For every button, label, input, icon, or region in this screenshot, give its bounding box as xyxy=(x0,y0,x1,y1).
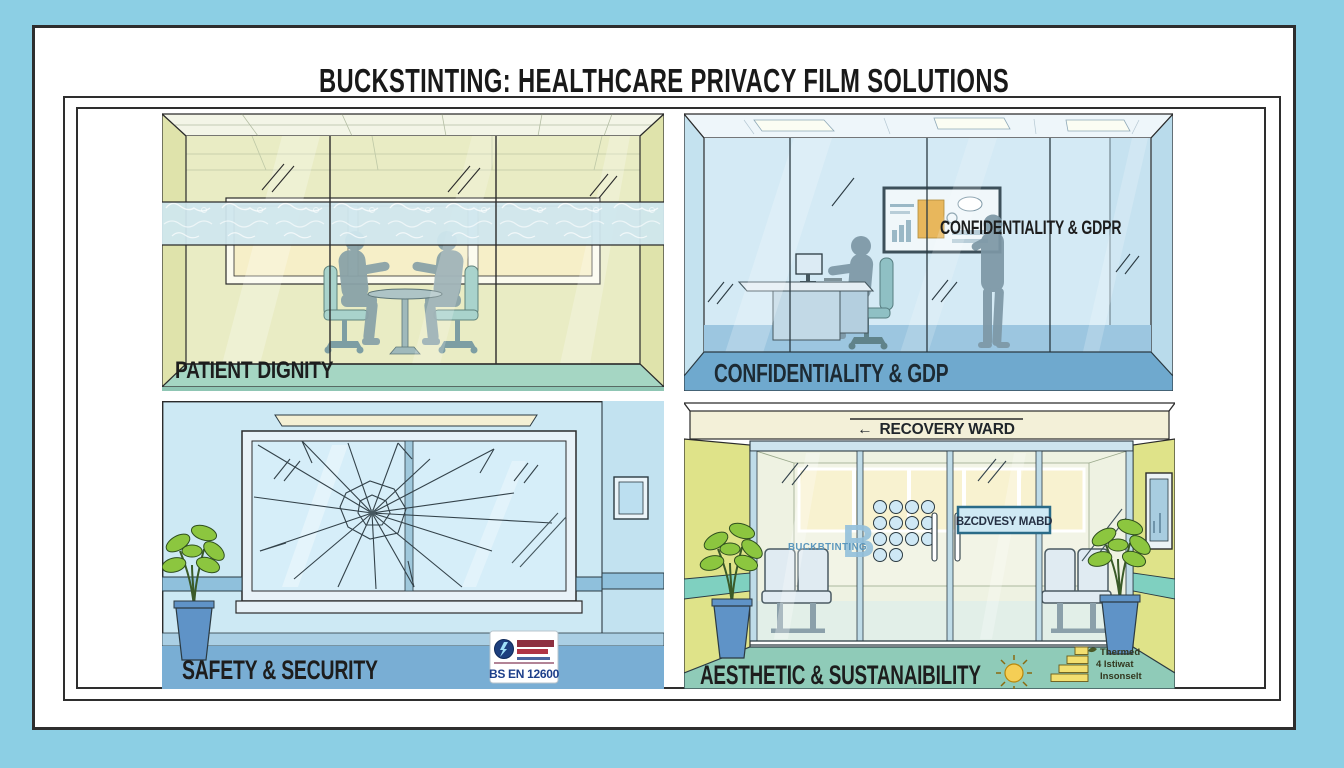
door-top-frame xyxy=(749,440,1134,452)
skirting xyxy=(162,632,664,647)
cracked-window xyxy=(235,430,583,614)
svg-text:Insonselt: Insonselt xyxy=(1100,671,1143,682)
brand-logo: B BUCKBTINTING xyxy=(788,515,875,567)
recovery-ward-sign: ←RECOVERY WARD xyxy=(857,421,1015,438)
wall-picture-frame xyxy=(613,476,649,520)
illustration-inner-frame: PATIENT DIGNITY xyxy=(76,107,1266,689)
standing-silhouette xyxy=(971,214,1010,348)
panel-label-safety-security: SAFETY & SECURITY xyxy=(182,655,378,685)
infographic-card: BUCKSTINTING: HEALTHCARE PRIVACY FILM SO… xyxy=(32,25,1296,730)
crack-pattern xyxy=(253,440,553,590)
window-mullion xyxy=(404,440,414,592)
panel-label-patient-dignity: PATIENT DIGNITY xyxy=(175,356,334,384)
door-sign: BZCDVESY MABD xyxy=(956,505,1052,535)
desk xyxy=(737,281,875,292)
wall-rail-left xyxy=(162,576,243,592)
panel-patient-dignity: PATIENT DIGNITY xyxy=(162,113,664,391)
panel-label-aesthetic: AESTHETIC & SUSTANAIBILITY xyxy=(700,660,981,689)
energy-rating-pyramid-icon xyxy=(1050,646,1089,682)
wall-rail xyxy=(575,576,603,592)
sun-icon xyxy=(996,655,1032,689)
left-arrow-icon: ← xyxy=(857,421,872,438)
svg-text:BZCDVESY MABD: BZCDVESY MABD xyxy=(956,516,1052,528)
floor-label-band: CONFIDENTIALITY & GDP xyxy=(684,351,1173,391)
panel-confidentiality: CONFIDENTIALITY & GDPR CONFIDENTIALITY &… xyxy=(684,113,1173,391)
floor xyxy=(162,646,664,689)
glass-wall xyxy=(162,136,664,365)
certification-badge: BS EN 12600 xyxy=(489,630,560,684)
glass-privacy-text: CONFIDENTIALITY & GDPR xyxy=(940,217,1121,239)
svg-text:4 Istiwat: 4 Istiwat xyxy=(1096,659,1134,670)
glass-reflection-marks xyxy=(707,177,1140,305)
logo-monogram: B xyxy=(842,515,875,567)
glass-reflection-marks xyxy=(261,163,618,199)
glass-reflection-marks xyxy=(511,512,567,568)
meeting-table xyxy=(367,288,443,355)
page-title: BUCKSTINTING: HEALTHCARE PRIVACY FILM SO… xyxy=(318,62,1010,99)
frosted-privacy-band xyxy=(162,201,664,246)
potted-plant xyxy=(162,524,225,661)
wall-rail-right xyxy=(601,572,664,590)
door-handle xyxy=(931,512,938,562)
entrance-header: ←RECOVERY WARD xyxy=(684,402,1175,440)
monitor xyxy=(795,253,823,275)
panel-aesthetic-sustainability: ←RECOVERY WARD xyxy=(684,402,1175,689)
desk-and-seated-silhouette xyxy=(737,236,894,350)
illustration-outer-frame: PATIENT DIGNITY xyxy=(63,96,1281,701)
window-sill xyxy=(235,600,583,614)
glass-reflection-marks xyxy=(781,458,1007,486)
wall-picture-frame xyxy=(1145,472,1173,550)
panel-safety-security: BS EN 12600 SAFETY & SECURITY xyxy=(162,401,664,689)
impact-bolt-icon xyxy=(500,642,508,657)
eco-note: Thermed 4 Istiwat Insonselt xyxy=(1088,647,1143,682)
panel-label-confidentiality: CONFIDENTIALITY & GDP xyxy=(714,358,948,388)
leaf-icon xyxy=(1088,647,1097,653)
ceiling-light xyxy=(274,414,538,427)
seated-silhouettes xyxy=(323,230,479,355)
logo-text: BUCKBTINTING xyxy=(788,542,867,553)
svg-text:Thermed: Thermed xyxy=(1100,647,1140,658)
glass-wall xyxy=(704,138,1151,357)
badge-standard-text: BS EN 12600 xyxy=(489,667,560,681)
frosted-dot-pattern xyxy=(873,500,935,562)
